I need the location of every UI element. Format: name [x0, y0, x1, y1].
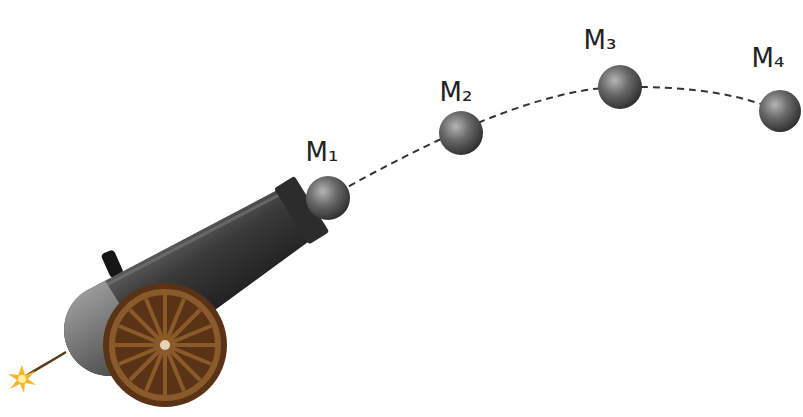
- trajectory-line: [328, 87, 781, 198]
- point-label: M₄: [752, 45, 785, 71]
- point-label: M₁: [306, 139, 339, 165]
- point-label: M₃: [584, 27, 617, 53]
- point-label: M₂: [440, 79, 473, 105]
- cannonballs: [306, 65, 801, 220]
- cannon-wheel: [103, 283, 227, 407]
- fuse-spark: [8, 365, 36, 393]
